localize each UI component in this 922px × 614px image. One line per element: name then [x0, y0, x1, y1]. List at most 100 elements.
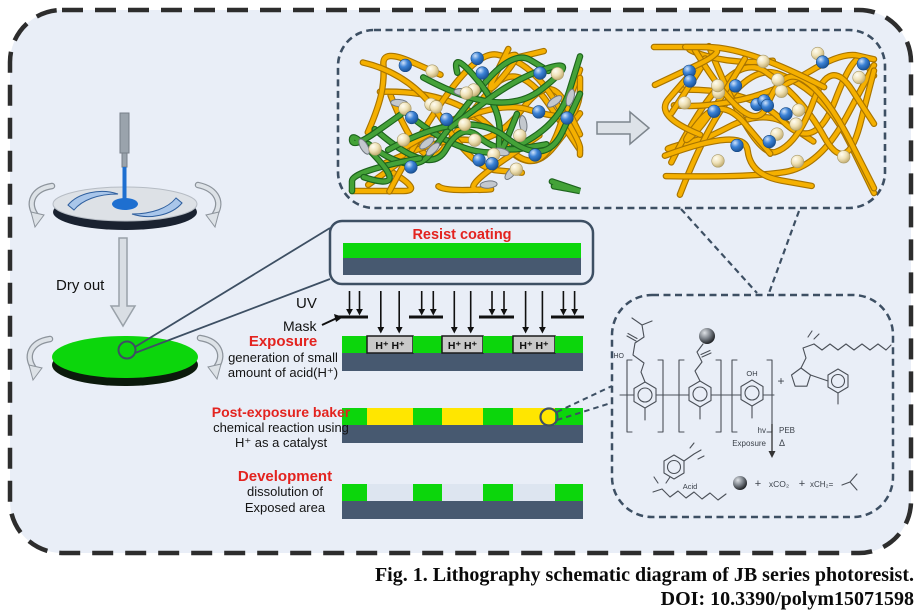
spin-coater	[28, 112, 222, 230]
uv-arrowhead-icon	[356, 309, 363, 316]
plus-sign: +	[799, 478, 805, 490]
crosslinker-ellipsoid	[425, 142, 441, 157]
uv-arrowhead-icon	[429, 309, 437, 316]
blue-sphere	[730, 138, 744, 152]
pag-structure	[790, 330, 892, 405]
peb-bar-segment	[342, 408, 367, 425]
crosslinker-ellipsoid	[419, 136, 435, 150]
uv-arrowhead-icon	[377, 327, 385, 334]
blue-sphere	[440, 112, 454, 126]
cream-sphere	[774, 84, 789, 98]
peb-bar-segment	[513, 408, 555, 425]
peb-desc-1: chemical reaction using	[213, 420, 349, 435]
crosslinker-ellipsoid	[546, 95, 563, 108]
peb-bar-segment	[367, 408, 413, 425]
development-bar-segment	[555, 484, 583, 501]
hv-label: hv	[758, 426, 766, 435]
blue-sphere	[398, 58, 412, 73]
cream-sphere	[468, 133, 482, 147]
blue-sphere	[485, 157, 499, 171]
wafer-film	[52, 336, 198, 378]
peb-bar	[342, 408, 583, 443]
uv-arrowhead-icon	[500, 309, 508, 316]
uv-arrowhead-icon	[467, 327, 475, 334]
uv-arrowhead-icon	[560, 309, 567, 316]
blue-sphere	[683, 74, 697, 88]
plus-sign: +	[755, 478, 761, 490]
blue-sphere	[532, 105, 546, 119]
uv-arrowhead-icon	[571, 309, 578, 316]
rotation-arrow-icon	[26, 335, 54, 382]
reaction-arrow: hv Exposure PEB Δ	[732, 424, 795, 458]
cream-sphere	[837, 150, 851, 164]
dispenser-rod	[119, 112, 130, 154]
peb-to-chemistry-callout	[556, 385, 613, 421]
blue-sphere	[533, 66, 547, 80]
blue-sphere	[475, 66, 489, 80]
peb-zoom-circle	[539, 407, 559, 427]
ho-label: HO	[614, 353, 625, 360]
resist-puddle	[112, 198, 138, 210]
dry-out-arrow-icon	[109, 237, 137, 328]
development-bar-segment	[413, 484, 442, 501]
cream-sphere	[711, 78, 725, 93]
polymer-structure: HO OH	[614, 317, 775, 433]
uv-arrowhead-icon	[346, 309, 353, 316]
delta-label: Δ	[779, 438, 785, 448]
cream-sphere	[789, 117, 803, 131]
cream-sphere	[425, 64, 439, 78]
polymer-network-before	[348, 45, 584, 195]
blue-sphere	[779, 107, 793, 121]
network-after-strand	[662, 137, 814, 188]
dispenser-tip	[121, 152, 128, 168]
uv-arrowhead-icon	[450, 327, 458, 334]
cream-sphere	[756, 54, 770, 69]
network-before-strand	[386, 91, 583, 154]
network-before-strand	[421, 63, 565, 130]
blue-sphere	[560, 111, 574, 125]
acid-label: Acid	[683, 482, 698, 491]
resist-coating-box: Resist coating	[328, 219, 595, 286]
development-bar-segment	[483, 484, 513, 501]
uv-label: UV	[296, 295, 317, 312]
network-before-strand	[401, 54, 583, 155]
rotation-arrow-icon	[28, 182, 56, 229]
co2-label: xCO₂	[769, 479, 789, 489]
network-before-strand	[349, 156, 422, 194]
cream-sphere	[711, 154, 725, 168]
caption-line-2: DOI: 10.3390/polym15071598	[661, 588, 914, 610]
network-before-strand	[349, 112, 403, 184]
crosslinker-ellipsoid	[479, 180, 498, 189]
blue-sphere	[856, 57, 871, 71]
peb-bar-segment	[483, 408, 513, 425]
network-to-chemistry-connectors	[680, 208, 801, 294]
cream-sphere	[429, 100, 443, 114]
network-after-strand	[684, 56, 773, 156]
uv-arrows	[346, 291, 578, 334]
polymer-network-box	[336, 28, 887, 210]
exposure-bar-segment	[483, 336, 513, 353]
cream-sphere	[513, 128, 527, 143]
development-desc-2: Exposed area	[245, 500, 326, 515]
polymer-network-after	[650, 42, 878, 198]
caption-line-1: Fig. 1. Lithography schematic diagram of…	[375, 564, 914, 586]
crosslinker-ellipsoid	[565, 88, 575, 107]
development-title: Development	[238, 468, 332, 485]
development-bar-segment	[342, 484, 367, 501]
cream-sphere	[459, 86, 474, 100]
blue-sphere	[728, 79, 743, 93]
development-bar	[342, 484, 583, 519]
crosslinker-ellipsoid	[358, 138, 370, 155]
network-after-strand	[652, 44, 827, 90]
resist-stream	[122, 167, 127, 199]
exposure-title: Exposure	[249, 333, 317, 350]
cream-sphere	[458, 117, 472, 132]
product-sphere	[733, 476, 747, 490]
blue-sphere	[405, 110, 419, 125]
peb-condition-label: PEB	[779, 426, 795, 435]
reaction-products: Acid + xCO₂ + xCH₂=	[652, 442, 858, 501]
cream-sphere	[771, 73, 785, 87]
exposure-desc-2: amount of acid(H⁺)	[228, 365, 338, 380]
substrate-layer	[342, 425, 583, 443]
acid-pair-label: H⁺ H⁺	[448, 340, 478, 352]
